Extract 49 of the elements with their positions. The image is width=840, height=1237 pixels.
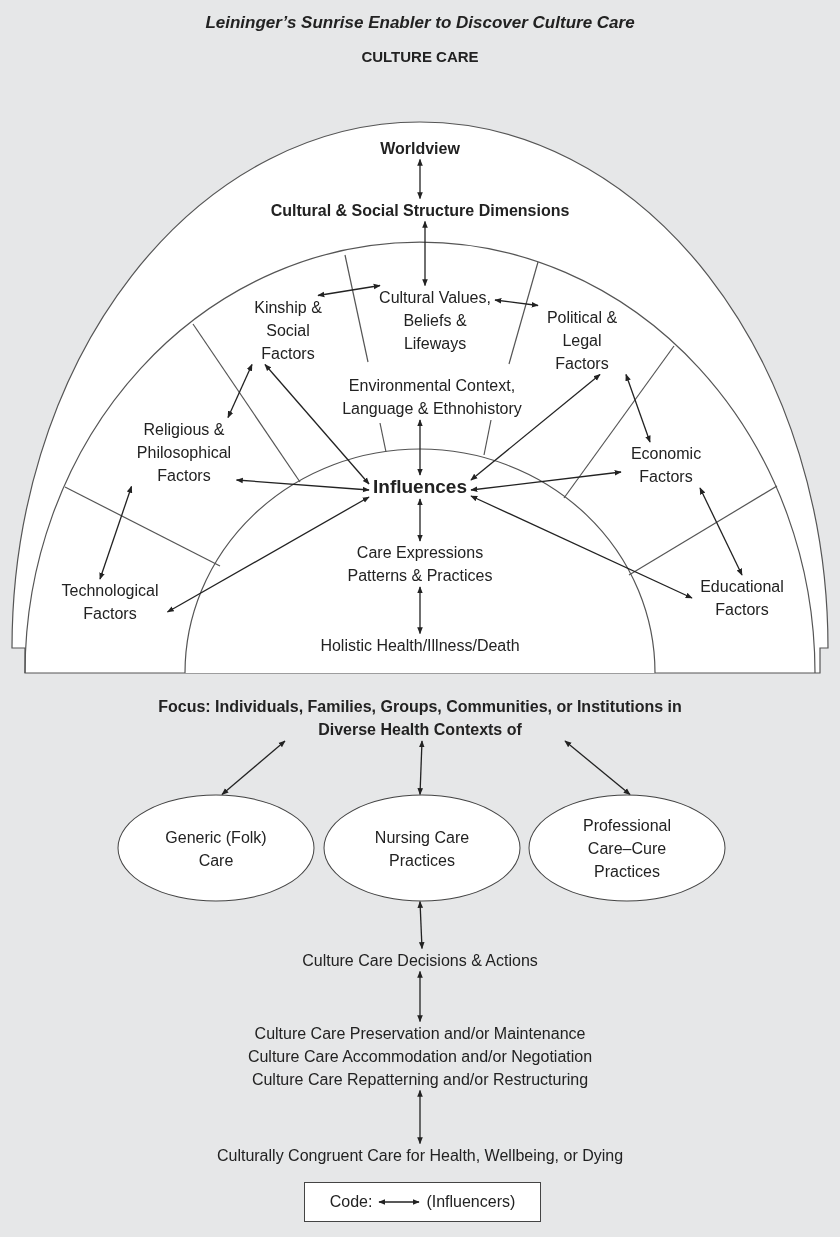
double-arrow: [417, 158, 423, 200]
double-arrow: [99, 485, 133, 580]
ellipse-label: Nursing Care Practices: [373, 827, 471, 870]
heading-text: Focus: Individuals, Families, Groups, Communities, or Institutions in Diverse Health Contexts of: [147, 695, 693, 741]
factor-text: Cultural Values, Beliefs & Lifeways: [375, 285, 495, 355]
double-arrow: [470, 469, 622, 493]
body-text: Culture Care Accommodation and/or Negotiation: [247, 1046, 593, 1067]
double-arrow: [417, 970, 423, 1023]
legend-heading: Code:: [329, 1192, 373, 1212]
factor-text: Technological Factors: [52, 579, 168, 625]
factor-text: Political & Legal Factors: [538, 305, 626, 375]
double-arrow: [625, 373, 651, 443]
body-text: Care Expressions Patterns & Practices: [337, 541, 503, 587]
title-text: Leininger’s Sunrise Enabler to Discover Culture Care: [205, 12, 635, 34]
double-arrow: [417, 740, 425, 796]
body-text: Culturally Congruent Care for Health, Wellbeing, or Dying: [212, 1143, 628, 1167]
double-arrow: [227, 363, 253, 419]
heading-text: Influences: [369, 475, 471, 499]
double-arrow: [264, 363, 370, 485]
double-arrow: [166, 496, 370, 613]
double-arrow: [470, 373, 601, 481]
double-arrow: [221, 740, 286, 796]
double-arrow: [564, 740, 631, 796]
body-text: Culture Care Repatterning and/or Restructuring: [251, 1069, 589, 1090]
double-arrow: [417, 900, 425, 950]
factor-text: Kinship & Social Factors: [248, 295, 328, 365]
double-arrow: [317, 283, 381, 298]
double-arrow: [699, 487, 743, 576]
heading-text: Worldview: [376, 136, 464, 160]
factor-text: Environmental Context, Language & Ethnohistory: [314, 374, 550, 420]
body-text: Culture Care Preservation and/or Maintenance: [254, 1023, 586, 1044]
legend-text: (Influencers): [426, 1192, 516, 1212]
body-text: Holistic Health/Illness/Death: [316, 633, 524, 657]
heading-text: Cultural & Social Structure Dimensions: [266, 198, 574, 222]
double-arrow: [417, 586, 423, 635]
double-arrow: [417, 498, 423, 542]
ellipse-label: Generic (Folk) Care: [164, 827, 268, 870]
double-arrow: [494, 298, 539, 308]
double-arrow: [235, 477, 370, 493]
double-arrow: [417, 419, 423, 476]
double-arrow: [417, 1089, 423, 1145]
factor-text: Economic Factors: [621, 442, 711, 488]
double-arrow: [422, 220, 428, 287]
ellipse-label: Professional Care–Cure Practices: [581, 815, 672, 882]
factor-text: Educational Factors: [692, 575, 792, 621]
subtitle-text: CULTURE CARE: [361, 46, 479, 67]
factor-text: Religious & Philosophical Factors: [131, 417, 237, 487]
body-text: Culture Care Decisions & Actions: [298, 948, 542, 972]
double-arrow: [470, 495, 693, 599]
